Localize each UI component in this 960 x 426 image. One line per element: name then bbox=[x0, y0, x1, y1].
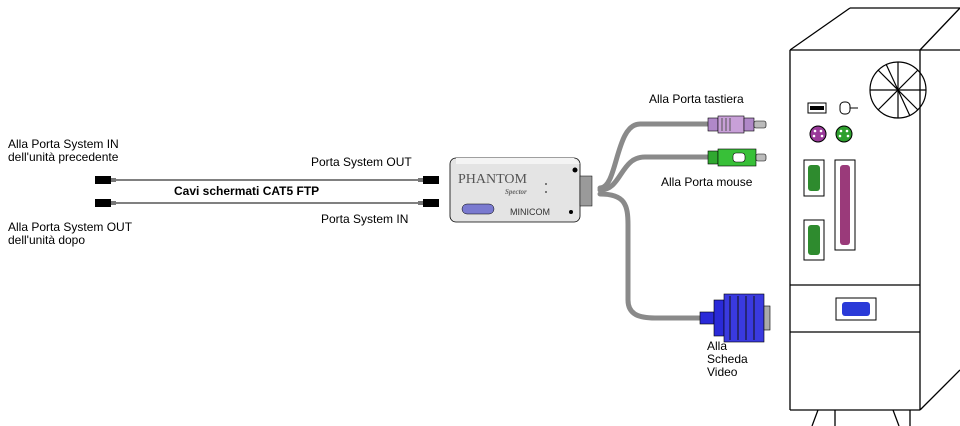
prev-unit-label: Alla Porta System IN dell'unità preceden… bbox=[8, 138, 119, 164]
mouse-port-label: Alla Porta mouse bbox=[661, 175, 753, 189]
serial-port-2-icon bbox=[803, 219, 825, 261]
keyboard-connector-icon bbox=[707, 115, 767, 134]
device-logo: MINICOM bbox=[510, 207, 550, 217]
parallel-port-icon bbox=[834, 159, 856, 251]
device-model: Spector bbox=[505, 188, 527, 196]
vga-port-icon bbox=[835, 297, 877, 321]
cable-label: Cavi schermati CAT5 FTP bbox=[174, 184, 320, 198]
video-card-label: Alla Scheda Video bbox=[707, 340, 748, 379]
video-line1: Alla bbox=[707, 339, 728, 353]
video-line3: Video bbox=[707, 365, 738, 379]
cat5-cable-in bbox=[95, 199, 439, 207]
kvm-device bbox=[449, 157, 593, 223]
ps2-mouse-port-icon bbox=[835, 125, 853, 143]
computer-tower bbox=[789, 7, 960, 426]
mouse-symbol-icon bbox=[839, 101, 858, 115]
device-brand: PHANTOM bbox=[458, 172, 528, 187]
next-unit-line1: Alla Porta System OUT bbox=[8, 220, 133, 234]
system-out-label: Porta System OUT bbox=[311, 155, 412, 169]
vga-connector-icon bbox=[699, 293, 771, 343]
mouse-connector-icon bbox=[707, 148, 767, 167]
prev-unit-line2: dell'unità precedente bbox=[8, 150, 119, 164]
keyboard-port-label: Alla Porta tastiera bbox=[649, 92, 744, 106]
next-unit-line2: dell'unità dopo bbox=[8, 233, 86, 247]
cat5-cable-out bbox=[95, 176, 439, 184]
fan-icon bbox=[869, 61, 927, 119]
next-unit-label: Alla Porta System OUT dell'unità dopo bbox=[8, 221, 132, 247]
kvm-cables bbox=[597, 121, 713, 321]
serial-port-1-icon bbox=[803, 159, 825, 197]
keyboard-symbol-icon bbox=[807, 102, 827, 114]
prev-unit-line1: Alla Porta System IN bbox=[8, 137, 119, 151]
video-line2: Scheda bbox=[707, 352, 748, 366]
ps2-keyboard-port-icon bbox=[809, 125, 827, 143]
system-in-label: Porta System IN bbox=[321, 212, 409, 226]
